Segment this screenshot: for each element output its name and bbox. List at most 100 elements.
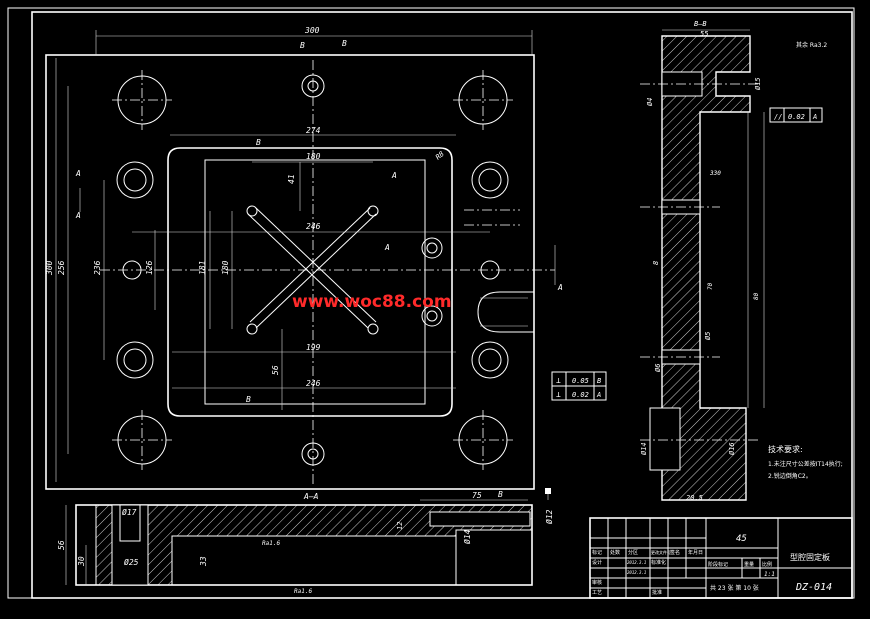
- svg-text://: //: [774, 113, 782, 121]
- svg-text:0.02: 0.02: [572, 391, 589, 399]
- screw-hole-3: [116, 341, 154, 379]
- svg-text:技术要求:: 技术要求:: [768, 444, 803, 454]
- side-gate: [477, 291, 534, 333]
- svg-text:A: A: [557, 283, 563, 292]
- svg-text:B: B: [342, 39, 347, 48]
- svg-text:R8: R8: [434, 150, 446, 162]
- section-aa: [65, 499, 533, 586]
- svg-text:Ø16: Ø16: [728, 442, 736, 455]
- svg-text:A—A: A—A: [303, 492, 319, 501]
- svg-text:56: 56: [57, 540, 66, 550]
- main-view-text: 300 B B 274 B 180 41 246 199 246 56 B 30…: [45, 26, 563, 404]
- svg-text:其余 Ra3.2: 其余 Ra3.2: [796, 41, 827, 49]
- svg-text:30: 30: [77, 556, 86, 567]
- tolerance-frame: ⊥ 0.05 B ⊥ 0.02 A: [551, 371, 607, 401]
- svg-text:型腔固定板: 型腔固定板: [790, 552, 830, 562]
- svg-text:标准化: 标准化: [651, 559, 666, 566]
- svg-text:批准: 批准: [652, 589, 662, 596]
- svg-text:重量: 重量: [744, 561, 754, 568]
- svg-text:A: A: [391, 171, 397, 180]
- cavity-pocket: [167, 147, 453, 417]
- insert-hole-2: [421, 305, 443, 327]
- svg-text:180: 180: [306, 152, 321, 161]
- svg-text:236: 236: [93, 260, 102, 275]
- svg-text:1:1: 1:1: [764, 571, 775, 578]
- svg-text:45: 45: [736, 534, 747, 544]
- insert-hole-1: [421, 237, 443, 259]
- svg-text:41: 41: [287, 174, 296, 184]
- title-block: 45 型腔固定板 DZ-014 标记 设计 审核 工艺 处数 分区 更改文件号 …: [589, 517, 853, 599]
- svg-text:B—B: B—B: [694, 20, 707, 28]
- svg-text:246: 246: [306, 222, 321, 231]
- svg-text:246: 246: [306, 379, 321, 388]
- svg-text:A: A: [384, 243, 390, 252]
- svg-text:审核: 审核: [592, 579, 602, 586]
- svg-text:阶段标记: 阶段标记: [708, 561, 728, 568]
- svg-text:56: 56: [271, 365, 280, 375]
- dim-300-top: 300: [304, 26, 320, 35]
- svg-text:199: 199: [306, 343, 321, 352]
- svg-text:256: 256: [57, 260, 66, 275]
- svg-text:12: 12: [396, 522, 404, 530]
- svg-text:Ø25: Ø25: [124, 557, 139, 567]
- plate-outline: [45, 54, 535, 490]
- svg-text:更改文件号: 更改文件号: [651, 549, 671, 555]
- svg-text:8: 8: [652, 261, 660, 265]
- svg-text:70: 70: [707, 282, 714, 290]
- svg-text:Ø4: Ø4: [646, 98, 654, 106]
- svg-text:75: 75: [472, 491, 482, 500]
- svg-text:0.05: 0.05: [572, 377, 589, 385]
- screw-hole-1: [116, 161, 154, 199]
- svg-text:年月日: 年月日: [688, 549, 703, 556]
- svg-text:2012.3.1: 2012.3.1: [627, 560, 646, 565]
- svg-text:B: B: [246, 395, 251, 404]
- svg-text:Ra1.6: Ra1.6: [262, 540, 280, 547]
- svg-text:Ø14: Ø14: [640, 442, 648, 455]
- svg-text:33: 33: [199, 556, 208, 567]
- svg-text:B: B: [498, 490, 503, 499]
- svg-text:⊥: ⊥: [556, 376, 561, 385]
- svg-text:A: A: [812, 113, 817, 121]
- svg-text:分区: 分区: [628, 549, 638, 556]
- inner-frame: [31, 11, 853, 599]
- svg-text:Ø17: Ø17: [122, 507, 137, 517]
- svg-text:B: B: [300, 41, 305, 50]
- svg-text:126: 126: [145, 260, 154, 275]
- svg-text:A: A: [75, 169, 81, 178]
- svg-text:330: 330: [709, 170, 721, 177]
- svg-text:工艺: 工艺: [592, 590, 602, 596]
- svg-text:A: A: [596, 391, 601, 399]
- svg-text:Ø15: Ø15: [754, 77, 762, 90]
- svg-text:设计: 设计: [592, 559, 602, 566]
- main-view: [45, 30, 556, 490]
- svg-text:20.5: 20.5: [686, 494, 703, 502]
- svg-text:1.未注尺寸公差按IT14执行;: 1.未注尺寸公差按IT14执行;: [768, 460, 843, 468]
- svg-text:181: 181: [198, 261, 207, 275]
- svg-text:标记: 标记: [592, 549, 602, 556]
- svg-text:DZ-014: DZ-014: [795, 582, 832, 593]
- svg-text:⊥: ⊥: [556, 390, 561, 399]
- svg-text:Ø6: Ø6: [654, 364, 662, 372]
- svg-text:Ø14: Ø14: [462, 529, 472, 544]
- cross-channel-1: [247, 213, 369, 329]
- svg-text:0.02: 0.02: [788, 113, 805, 121]
- section-bb: [640, 29, 823, 501]
- svg-text:Ra1.6: Ra1.6: [294, 588, 312, 595]
- svg-text:共 23 张 第 10 张: 共 23 张 第 10 张: [710, 584, 759, 592]
- svg-text:A: A: [75, 211, 81, 220]
- svg-text:签名: 签名: [670, 549, 680, 556]
- svg-text:Ø5: Ø5: [704, 332, 712, 340]
- svg-text:80: 80: [753, 292, 760, 300]
- cross-channel-2: [249, 207, 371, 323]
- watermark: www.woc88.com: [292, 292, 452, 312]
- svg-text:2012.3.1: 2012.3.1: [627, 570, 646, 575]
- inner-recess: [204, 159, 426, 405]
- svg-text:B: B: [256, 138, 261, 147]
- svg-text:处数: 处数: [610, 549, 620, 556]
- svg-text:Ø12: Ø12: [544, 509, 554, 524]
- screw-hole-4: [471, 341, 509, 379]
- svg-text:55: 55: [700, 30, 708, 38]
- svg-text:比例: 比例: [762, 561, 772, 568]
- svg-text:300: 300: [45, 260, 54, 276]
